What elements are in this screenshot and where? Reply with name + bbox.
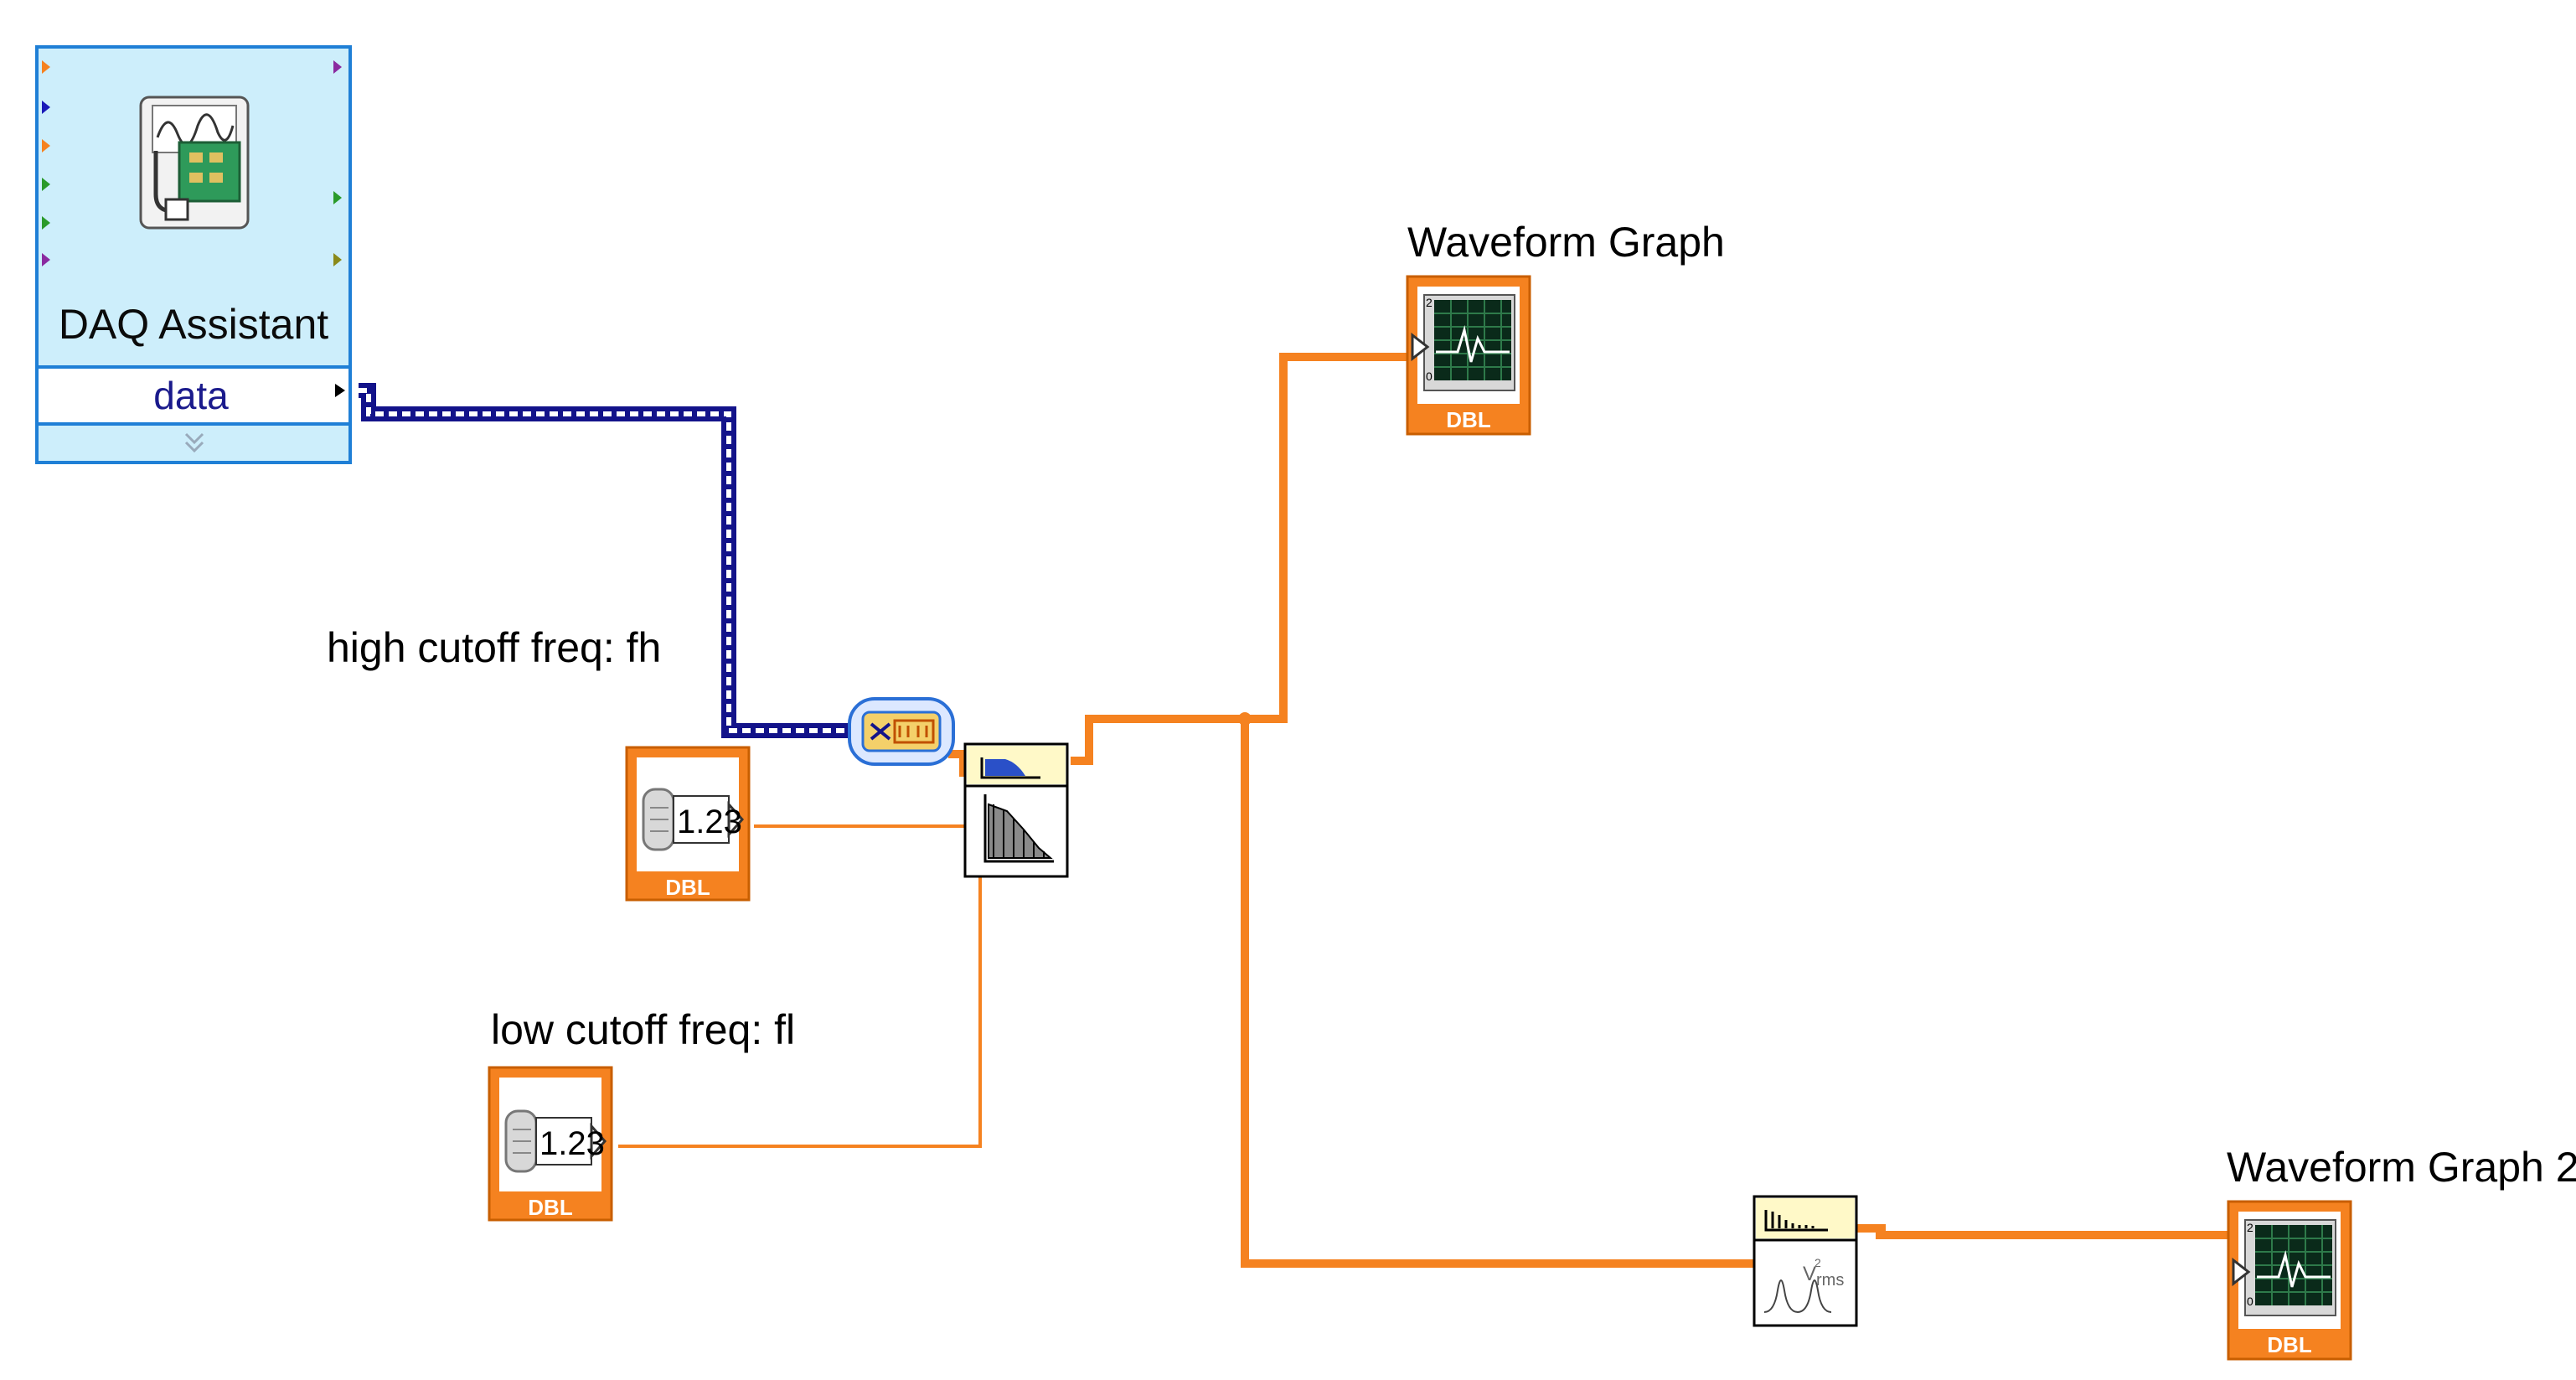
high-cutoff-label: high cutoff freq: fh (327, 624, 661, 671)
low-cutoff-control[interactable]: 1.23 DBL (488, 1066, 613, 1222)
svg-text:2: 2 (2247, 1221, 2253, 1234)
high-cutoff-value[interactable]: 1.23 (677, 804, 742, 840)
wire-to-graph2-long[interactable] (1877, 1228, 2238, 1239)
dynamic-data-wire[interactable] (359, 383, 865, 738)
svg-text:rms: rms (1816, 1271, 1844, 1290)
wire-branch-to-spectral[interactable] (1241, 719, 1758, 1268)
spectral-measurements-icon: V 2 rms (1763, 1210, 1844, 1314)
low-cutoff-label: low cutoff freq: fl (491, 1006, 795, 1053)
graph1-type: DBL (1446, 407, 1491, 432)
high-cutoff-type: DBL (665, 875, 710, 900)
spectral-measurements-node[interactable]: V 2 rms (1753, 1195, 1858, 1327)
svg-text:2: 2 (1426, 296, 1433, 309)
waveform-graph-indicator[interactable]: 2 0 DBL (1406, 275, 1531, 436)
low-cutoff-value[interactable]: 1.23 (539, 1125, 605, 1162)
daq-input-terminals[interactable] (42, 60, 50, 266)
waveform-graph-icon: 2 0 (2232, 1219, 2336, 1316)
svg-text:0: 0 (2247, 1295, 2253, 1308)
numeric-control-icon (504, 1109, 607, 1173)
wire-filter-output[interactable] (1071, 353, 1412, 765)
svg-text:V: V (1803, 1263, 1816, 1285)
graph2-type: DBL (2267, 1332, 2312, 1357)
svg-text:2: 2 (1815, 1256, 1821, 1269)
waveform-graph-icon: 2 0 (1411, 294, 1515, 391)
filter-express-vi-node[interactable] (963, 742, 1069, 878)
chevron-down-icon[interactable] (184, 432, 204, 453)
daq-assistant-node[interactable]: DAQ Assistant data (35, 45, 352, 464)
wire-junction (1238, 712, 1252, 726)
convert-from-dynamic-data-icon (870, 719, 935, 744)
high-cutoff-control[interactable]: 1.23 DBL (625, 746, 751, 902)
filter-express-vi-icon (980, 757, 1054, 863)
data-output-label[interactable]: data (153, 374, 229, 417)
graph1-label: Waveform Graph (1407, 219, 1725, 266)
daq-title: DAQ Assistant (59, 301, 328, 348)
numeric-control-icon (642, 788, 745, 851)
low-cutoff-type: DBL (528, 1195, 573, 1220)
wire-low-cutoff[interactable] (618, 875, 982, 1148)
waveform-graph-2-indicator[interactable]: 2 0 DBL (2227, 1200, 2352, 1361)
convert-from-dynamic-data-node[interactable] (848, 697, 955, 766)
daq-output-terminals[interactable] (333, 60, 342, 266)
data-output-terminal[interactable] (335, 384, 345, 397)
graph2-label: Waveform Graph 2 (2227, 1144, 2576, 1191)
svg-text:0: 0 (1426, 370, 1433, 383)
daq-assistant-icon (139, 96, 250, 230)
